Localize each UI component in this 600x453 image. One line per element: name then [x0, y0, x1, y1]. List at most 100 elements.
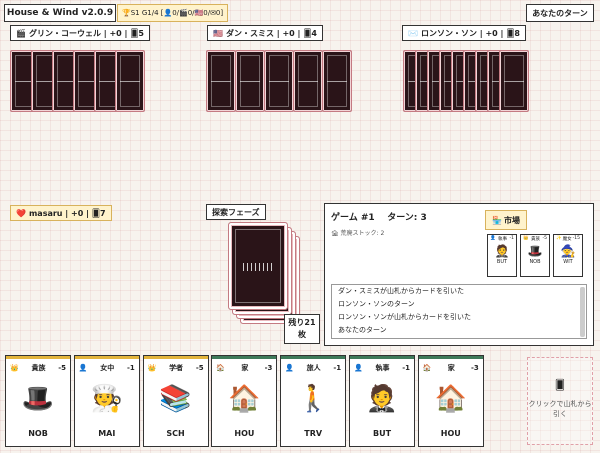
hand-card[interactable]: 👑 学者 -5 📚 SCH: [142, 355, 209, 447]
card-art-icon: 🎩: [21, 384, 55, 414]
card-title: 女中: [100, 364, 115, 372]
opponent-name: ロンソン・ソン | +0 | 🂠8: [420, 28, 520, 38]
card-accent-bar: [281, 356, 346, 359]
card-code: SCH: [166, 429, 185, 438]
log-line: ダン・スミスが山札からカードを引いた: [338, 287, 464, 295]
hand-card[interactable]: 👤 旅人 -1 🚶 TRV: [280, 355, 347, 447]
card-title: 貴族: [31, 364, 46, 372]
draw-deck[interactable]: [228, 222, 288, 310]
market-card-title: 貴族: [531, 237, 541, 242]
deck-remaining: 残り21 枚: [284, 314, 320, 344]
log-line: ロンソン・ソンのターン: [338, 300, 415, 308]
card-art-icon: 🚶: [297, 384, 330, 414]
card-type-icon: 👤: [78, 364, 88, 372]
card-type-icon: 👤: [285, 364, 294, 372]
card-value: -1: [127, 364, 135, 372]
game-title: ゲーム #1 ターン: 3: [331, 210, 427, 223]
draw-card-label: クリックで山札から引く: [528, 400, 592, 418]
card-value: -5: [58, 364, 66, 372]
my-player-label: ❤️ masaru | +0 | 🂠7: [10, 205, 112, 221]
card-accent-bar: [6, 356, 70, 359]
market-card-code: NOB: [529, 259, 541, 265]
draw-card-zone[interactable]: 🂠 クリックで山札から引く: [527, 357, 593, 445]
market-card-value: -5: [542, 236, 547, 241]
card-code: HOU: [440, 429, 461, 438]
score-summary: 🏆S1 G1/4 [👤0/🎬0/🇺🇸0/✉0]: [117, 4, 229, 22]
opponent-icon: 🎬: [16, 28, 26, 38]
market-card-value: -15: [572, 236, 580, 241]
card-art-icon: 📚: [159, 384, 192, 414]
opponent-icon: ✉️: [408, 28, 418, 38]
market-card[interactable]: ✨魔女-15 🧙 WIT: [553, 234, 583, 277]
opponent-card-back: [264, 50, 294, 112]
opponent-card-back: [499, 50, 529, 112]
card-code: NOB: [28, 429, 48, 438]
market-card-value: -1: [509, 236, 514, 241]
deck-remaining-count: 残り21: [288, 318, 316, 327]
top-hat-icon: 🎩: [527, 244, 543, 258]
opponent-label-2: 🇺🇸 ダン・スミス | +0 | 🂠4: [207, 25, 323, 41]
market-card-title: 魔女: [562, 237, 572, 242]
card-type-icon: 🏠: [216, 364, 226, 372]
hand-card[interactable]: 👑 貴族 -5 🎩 NOB: [5, 355, 71, 447]
card-title: 家: [241, 364, 249, 372]
market-card-icon: ✨: [556, 236, 562, 241]
hand-card[interactable]: 👤 女中 -1 🧑‍🍳 MAI: [73, 355, 140, 447]
hand-card[interactable]: 👤執事-1🤵BUT: [349, 355, 415, 447]
opponent-card-back: [235, 50, 265, 112]
deck-remaining-unit: 枚: [298, 330, 306, 339]
butler-icon: 🤵: [494, 244, 510, 258]
market-card[interactable]: 👑貴族-5 🎩 NOB: [520, 234, 550, 277]
card-type-icon: 👑: [10, 364, 19, 372]
card-art-icon: 🧑‍🍳: [90, 384, 123, 414]
ruin-stock: 🏚 荒廃ストック: 2: [331, 230, 385, 237]
card-type-icon: 👑: [147, 364, 157, 372]
card-code: TRV: [304, 429, 323, 438]
card-value: -5: [195, 364, 204, 372]
market-card[interactable]: 👤執事-1 🤵 BUT: [487, 234, 517, 277]
opponent-label-1: 🎬 グリン・コーウェル | +0 | 🂠5: [10, 25, 150, 41]
hand-card[interactable]: 🏠 家 -3 🏠 HOU: [417, 355, 484, 447]
card-code: MAI: [98, 429, 116, 438]
card-value: -3: [471, 364, 479, 372]
card-title: 家: [447, 364, 455, 372]
card-value: -1: [333, 364, 342, 372]
app-title: House & Wind v2.0.9: [4, 4, 116, 22]
opponent-icon: 🇺🇸: [213, 28, 223, 38]
market-card-code: BUT: [496, 259, 508, 265]
opponent-card-back: [293, 50, 323, 112]
log-line: あなたのターン: [338, 326, 387, 334]
log-line: ロンソン・ソンが山札からカードを引いた: [338, 313, 471, 321]
market-button-label: 市場: [503, 215, 520, 225]
card-code: BUT: [372, 429, 392, 438]
card-accent-bar: [143, 356, 208, 359]
phase-label: 探索フェーズ: [206, 204, 266, 220]
card-title: 学者: [169, 364, 184, 372]
card-title: 旅人: [306, 364, 321, 372]
opponent-card-back: [322, 50, 352, 112]
my-player-name: masaru | +0 | 🂠7: [28, 208, 106, 218]
card-art-icon: 🏠: [434, 384, 467, 414]
market-card-title: 執事: [498, 237, 508, 242]
turn-number: ターン: 3: [387, 213, 427, 223]
card-art-icon: 🏠: [228, 384, 261, 414]
hand-card[interactable]: 🏠家-3🏠HOU: [211, 355, 278, 447]
card-value: -3: [264, 364, 273, 372]
market-icon: 🏪: [492, 215, 502, 225]
log-scrollbar[interactable]: [580, 287, 585, 337]
market-button[interactable]: 🏪 市場: [485, 210, 527, 230]
deck-pattern: [243, 263, 273, 271]
market-card-icon: 👤: [490, 236, 496, 241]
card-type-icon: 🏠: [422, 364, 432, 372]
market-card-icon: 👑: [523, 236, 529, 241]
game-log[interactable]: ダン・スミスが山札からカードを引いた ロンソン・ソンのターン ロンソン・ソンが山…: [331, 284, 587, 339]
opponent-label-3: ✉️ ロンソン・ソン | +0 | 🂠8: [402, 25, 526, 41]
card-value: -1: [402, 364, 410, 372]
opponent-card-back: [115, 50, 145, 112]
market-card-code: WIT: [563, 259, 573, 265]
game-number: ゲーム #1: [331, 213, 375, 223]
opponent-card-back: [206, 50, 236, 112]
card-accent-bar: [418, 356, 483, 359]
card-accent-bar: [350, 356, 414, 359]
card-accent-bar: [74, 356, 139, 359]
